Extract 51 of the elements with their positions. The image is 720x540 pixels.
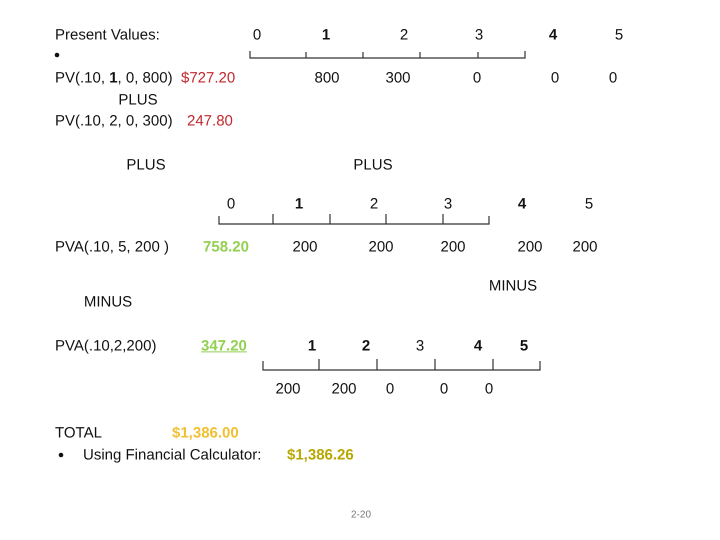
- cash-flow-amount: 0: [386, 380, 394, 398]
- operator-word: MINUS: [488, 277, 538, 295]
- period-number: 2: [370, 195, 378, 213]
- present-value-result: 347.20: [201, 337, 247, 355]
- period-number: 5: [520, 337, 528, 355]
- formula-text: PVA(.10,2,200): [55, 337, 156, 355]
- cash-flow-amount: 200: [517, 238, 543, 256]
- cash-flow-amount: 0: [608, 69, 618, 87]
- cash-flow-amount: 200: [572, 238, 598, 256]
- period-number: 4: [548, 26, 558, 44]
- period-number: 3: [474, 26, 484, 44]
- cash-flow-amount: 0: [484, 380, 494, 398]
- period-number: 5: [584, 195, 594, 213]
- total-label: TOTAL: [55, 424, 102, 442]
- note-text: Using Financial Calculator:: [83, 446, 262, 464]
- period-number: 1: [308, 337, 316, 355]
- page-number: 2-20: [351, 509, 371, 521]
- calculator-value: $1,386.26: [287, 446, 354, 464]
- operator-word: MINUS: [84, 293, 132, 311]
- period-number: 4: [474, 337, 482, 355]
- formula-text: PVA(.10, 5, 200 ): [55, 238, 169, 256]
- formula-text: PV(.10, 2, 0, 300): [55, 112, 173, 130]
- period-number: 2: [400, 26, 408, 44]
- period-number: 1: [294, 195, 304, 213]
- cash-flow-amount: 0: [550, 69, 560, 87]
- operator-word: PLUS: [118, 91, 158, 109]
- cash-flow-amount: 300: [385, 69, 411, 87]
- cash-flow-amount: 200: [275, 380, 301, 398]
- period-number: 3: [444, 195, 452, 213]
- operator-word: PLUS: [126, 156, 166, 174]
- present-value-result: 247.80: [187, 112, 233, 130]
- cash-flow-amount: 200: [292, 238, 318, 256]
- total-value: $1,386.00: [172, 424, 239, 442]
- period-number: 2: [362, 337, 370, 355]
- heading: Present Values:: [55, 26, 160, 44]
- formula-text: PV(.10, 1, 0, 800): [55, 69, 173, 87]
- period-number: 1: [322, 26, 330, 44]
- operator-word: PLUS: [353, 156, 393, 174]
- period-number: 4: [518, 195, 526, 213]
- cash-flow-amount: 800: [314, 69, 340, 87]
- cash-flow-amount: 200: [331, 380, 357, 398]
- period-number: 0: [226, 195, 236, 213]
- present-value-result: 758.20: [203, 238, 249, 256]
- cash-flow-amount: 200: [368, 238, 394, 256]
- period-number: 0: [252, 26, 262, 44]
- present-value-result: $727.20: [181, 69, 236, 87]
- period-number: 3: [416, 337, 424, 355]
- cash-flow-amount: 0: [472, 69, 482, 87]
- cash-flow-amount: 200: [440, 238, 466, 256]
- period-number: 5: [614, 26, 624, 44]
- cash-flow-amount: 0: [440, 380, 448, 398]
